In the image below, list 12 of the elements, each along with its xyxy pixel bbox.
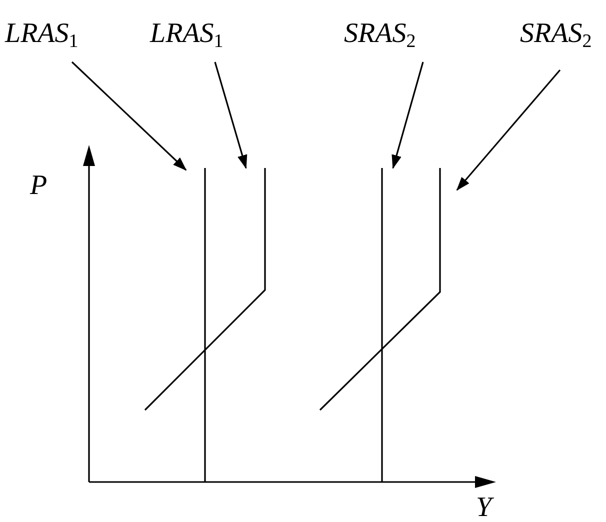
curve-label: LRAS$_{1}$	[150, 20, 224, 48]
leader-arrow	[392, 62, 424, 169]
curve-label: SRAS$_{2}$	[520, 20, 592, 48]
leader-arrow	[71, 61, 187, 171]
axis-label: Y	[476, 494, 492, 522]
supply-curve	[319, 168, 441, 411]
axis-label: P	[30, 172, 48, 200]
leader-arrow	[456, 69, 561, 191]
curve-label: SRAS$_{2}$	[344, 20, 416, 48]
curve-label: LRAS$_{1}$	[5, 20, 78, 48]
leader-arrow	[214, 62, 248, 169]
supply-curve	[144, 168, 266, 411]
